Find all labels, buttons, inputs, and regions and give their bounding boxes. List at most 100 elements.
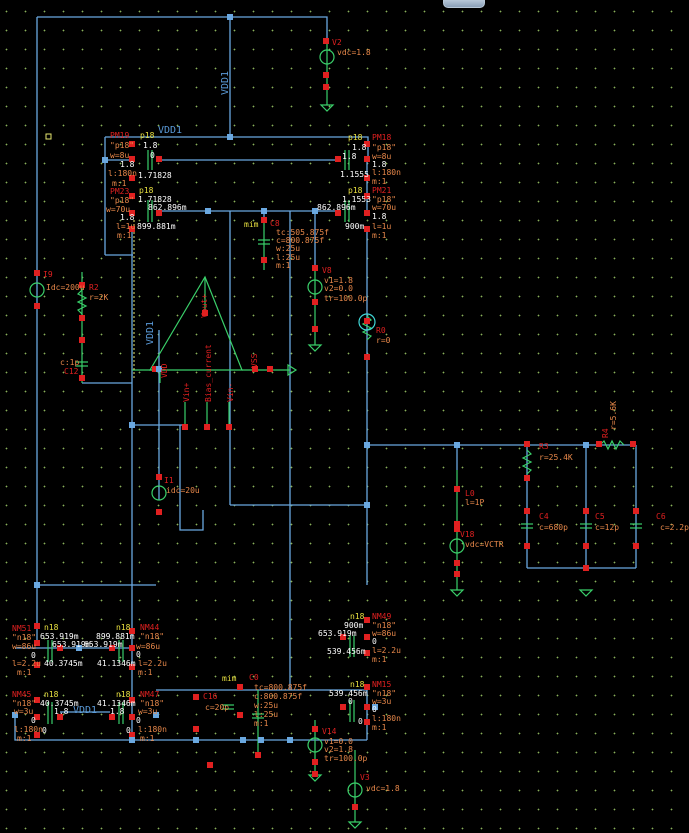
v8-v1: v1=1.8 xyxy=(324,276,353,285)
pm19-m: m:1 xyxy=(112,179,127,188)
nm44-op-d: 899.881m xyxy=(96,632,135,641)
c4-param: c=680p xyxy=(539,523,568,532)
pm21-l: l=1u xyxy=(372,222,392,231)
nm15-op-g: 0 xyxy=(348,697,353,706)
v2-name[interactable]: V2 xyxy=(332,38,342,47)
i9-param: Idc=200u xyxy=(46,283,85,292)
c16-name[interactable]: C16 xyxy=(203,692,218,701)
pm21-name[interactable]: PM21 xyxy=(372,186,392,195)
nm51-model: "n18" xyxy=(12,633,37,642)
nm44-name[interactable]: NM44 xyxy=(140,623,160,632)
pm18-l: l:180n xyxy=(372,168,401,177)
c6-param: c=2.2p xyxy=(660,523,689,532)
r2-name[interactable]: R2 xyxy=(89,283,99,292)
r4-param: r=5.6K xyxy=(609,401,618,430)
nm15-m: m:1 xyxy=(372,723,387,732)
r0-name[interactable]: R0 xyxy=(376,326,386,335)
nm49-l: l=2.2u xyxy=(372,646,401,655)
nm47-w: w=3u xyxy=(138,707,158,716)
nm47-name[interactable]: NM47 xyxy=(140,690,160,699)
nm45-l: l:180n xyxy=(14,725,43,734)
nm45-op-s: 0 xyxy=(42,726,47,735)
c16-param: c=20p xyxy=(205,703,230,712)
v3-name[interactable]: V3 xyxy=(360,773,370,782)
l0-param: l=1P xyxy=(465,498,485,507)
c8-l: l:25u xyxy=(276,253,301,262)
pm23-m: m:1 xyxy=(117,231,132,240)
pm23-w: w=70u xyxy=(106,205,131,214)
c0-l: l:25u xyxy=(254,710,279,719)
nm47-op-s: 0 xyxy=(126,726,131,735)
pm18-op-d: 1.1555 xyxy=(340,170,369,179)
c8-w: w:25u xyxy=(276,244,301,253)
nm44-op-s: 41.1346m xyxy=(97,659,136,668)
pm21-sub: p18 xyxy=(348,186,363,195)
pm19-sub: p18 xyxy=(140,131,155,140)
nm45-name[interactable]: NM45 xyxy=(12,690,32,699)
nm15-op-d: 539.456m xyxy=(329,689,368,698)
nm49-name[interactable]: NM49 xyxy=(372,612,392,621)
c6-name[interactable]: C6 xyxy=(656,512,666,521)
transistor-glyphs xyxy=(47,150,355,724)
pm18-op-b: 1.8 xyxy=(352,143,367,152)
pm18-w: w=8u xyxy=(372,152,392,161)
net-label-vdd1: VDD1 xyxy=(73,705,98,716)
opamp-pin-vout: Vout+ xyxy=(200,293,209,318)
pm19-w: w=8u xyxy=(110,151,130,160)
pm18-name[interactable]: PM18 xyxy=(372,133,392,142)
nm49-op-g: 653.919m xyxy=(318,629,357,638)
i1-name[interactable]: I1 xyxy=(164,476,174,485)
opamp-pin-vdd: VDD xyxy=(160,363,169,378)
opamp-pin-vinm: Vin- xyxy=(226,382,235,402)
r2-param: r=2K xyxy=(89,293,109,302)
nm44-w: w=86u xyxy=(136,642,161,651)
v18-name[interactable]: V18 xyxy=(460,530,475,539)
nm51-op-b: 0 xyxy=(31,651,36,660)
nm45-sub: n18 xyxy=(44,690,59,699)
pm23-op-b: 1.8 xyxy=(120,213,135,222)
c0-model: mim xyxy=(222,674,237,683)
pm23-op-s: 1.71828 xyxy=(138,195,172,204)
nm44-sub: n18 xyxy=(116,623,131,632)
pm21-op-g: 862.896m xyxy=(317,203,356,212)
c0-c: c:800.875f xyxy=(254,692,303,701)
nm45-op-g: 1.8 xyxy=(54,707,69,716)
pm18-sub: p18 xyxy=(348,133,363,142)
nm47-m: m:1 xyxy=(140,734,155,743)
r3-name[interactable]: R3 xyxy=(539,442,549,451)
v8-name[interactable]: V8 xyxy=(322,266,332,275)
i9-name[interactable]: I9 xyxy=(43,270,53,279)
window-top-button[interactable] xyxy=(443,0,485,8)
pin-markers xyxy=(34,38,639,810)
nm45-op-b: 0 xyxy=(31,716,36,725)
v14-tr: tr=100.0p xyxy=(324,754,368,763)
opamp-triangle xyxy=(148,275,243,371)
nm47-model: "n18" xyxy=(140,699,165,708)
nm51-name[interactable]: NM51 xyxy=(12,624,32,633)
nm51-op-d: 653.919m xyxy=(40,632,79,641)
nm51-op-g: 653.919m xyxy=(52,640,91,649)
pm23-model: "p18" xyxy=(110,196,135,205)
pm21-m: m:1 xyxy=(372,231,387,240)
c0-name[interactable]: C0 xyxy=(249,673,259,682)
c8-m: m:1 xyxy=(276,261,291,270)
pm23-op-d: 899.881m xyxy=(137,222,176,231)
pm18-m: m:1 xyxy=(372,177,387,186)
l0-name[interactable]: L0 xyxy=(465,489,475,498)
v14-v2: v2=1.8 xyxy=(324,745,353,754)
c8-name[interactable]: C8 xyxy=(270,219,280,228)
pm23-name[interactable]: PM23 xyxy=(110,187,130,196)
nm15-name[interactable]: NM15 xyxy=(372,680,392,689)
c12-name[interactable]: C12 xyxy=(64,367,79,376)
c5-name[interactable]: C5 xyxy=(595,512,605,521)
c4-name[interactable]: C4 xyxy=(539,512,549,521)
opamp-pin-vss: VSS xyxy=(250,353,259,368)
pm19-op-s: 0 xyxy=(150,151,155,160)
v14-name[interactable]: V14 xyxy=(322,727,337,736)
pm18-op-s: 1.8 xyxy=(372,160,387,169)
pm21-op-d: 900m xyxy=(345,222,365,231)
nm44-m: m:1 xyxy=(138,668,153,677)
pm19-op-g: 1.8 xyxy=(120,160,135,169)
pm19-name[interactable]: PM19 xyxy=(110,131,130,140)
